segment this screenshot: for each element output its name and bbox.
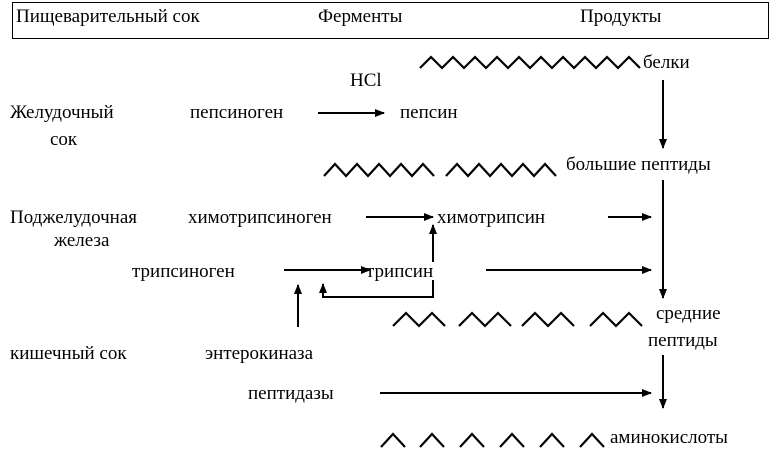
header-enzymes: Ферменты — [318, 6, 403, 27]
amino-acid-4 — [499, 432, 525, 448]
medium-peptide-4 — [589, 311, 643, 328]
label-intestinal-juice: кишечный сок — [10, 343, 127, 364]
medium-peptide-2 — [458, 311, 512, 328]
label-pepsin: пепсин — [400, 102, 458, 123]
label-gastric-juice-1: Желудочный — [10, 102, 114, 123]
amino-acid-2 — [419, 432, 445, 448]
label-chymotrypsinogen: химотрипсиноген — [188, 207, 332, 228]
protein-chain — [419, 55, 641, 70]
label-pancreas-2: железа — [54, 230, 110, 251]
large-peptide-2 — [445, 162, 557, 178]
label-pepsinogen: пепсиноген — [190, 102, 284, 123]
amino-acid-5 — [539, 432, 565, 448]
label-medium-peptides-1: средние — [656, 303, 721, 324]
amino-acid-6 — [579, 432, 605, 448]
medium-peptide-3 — [521, 311, 575, 328]
arrow-trypsin-autocatalysis — [319, 280, 434, 298]
header-digestive-juice: Пищеварительный сок — [16, 6, 200, 27]
label-enterokinase: энтерокиназа — [205, 343, 313, 364]
label-amino-acids: аминокислоты — [610, 427, 728, 448]
label-proteins: белки — [643, 52, 690, 73]
header-box — [12, 2, 769, 39]
label-trypsin: трипсин — [366, 261, 434, 282]
label-medium-peptides-2: пептиды — [648, 330, 718, 351]
label-trypsinogen: трипсиноген — [132, 261, 235, 282]
label-hcl: HCl — [350, 70, 382, 91]
amino-acid-3 — [459, 432, 485, 448]
medium-peptide-1 — [392, 311, 446, 328]
header-products: Продукты — [580, 6, 662, 27]
label-chymotrypsin: химотрипсин — [437, 207, 546, 228]
amino-acid-1 — [380, 432, 406, 448]
large-peptide-1 — [323, 162, 435, 178]
label-peptidases: пептидазы — [248, 383, 334, 404]
label-large-peptides: большие пептиды — [566, 154, 711, 175]
label-gastric-juice-2: сок — [50, 129, 78, 150]
label-pancreas-1: Поджелудочная — [10, 207, 138, 228]
